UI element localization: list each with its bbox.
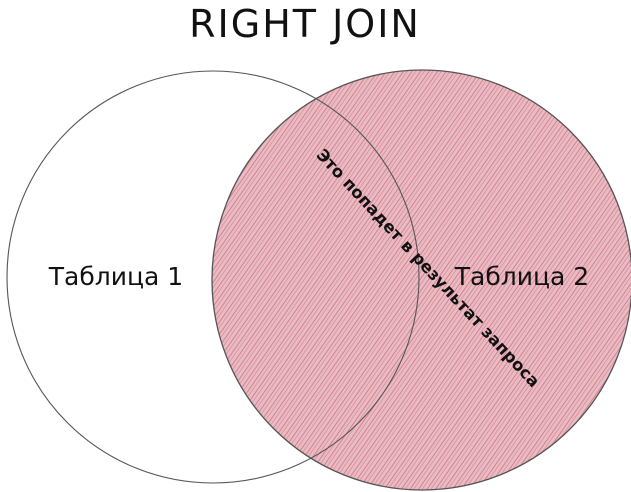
table-2-set-circle <box>211 69 631 491</box>
table-1-label: Таблица 1 <box>48 262 183 291</box>
diagram-title: RIGHT JOIN <box>189 2 421 46</box>
table-1-set-circle <box>6 70 420 484</box>
table-2-label: Таблица 2 <box>454 262 589 291</box>
